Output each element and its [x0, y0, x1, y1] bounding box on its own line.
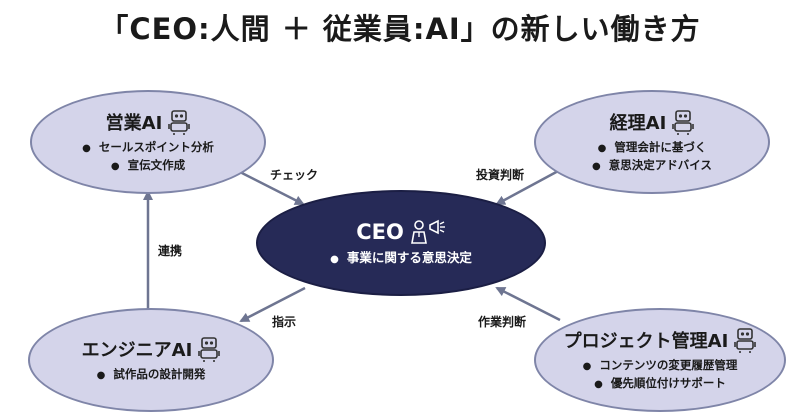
arrow-accounting-to-ceo: [495, 168, 561, 206]
robot-icon: [168, 109, 191, 135]
accounting-ai-bullet-2: 意思決定アドバイス: [592, 157, 712, 175]
pm-ai-bullet-1: コンテンツの変更履歴管理: [583, 357, 737, 375]
sales-ai-bullet-1: セールスポイント分析: [82, 139, 214, 157]
arrow-pm-to-ceo: [495, 286, 561, 322]
page-title: 「CEO:人間 ＋ 従業員:AI」の新しい働き方: [99, 12, 701, 46]
robot-icon: [734, 327, 757, 353]
engineer-ai-name: エンジニアAI: [81, 340, 193, 361]
edge-label-instruction: 指示: [272, 315, 297, 329]
edge-label-collaboration: 連携: [158, 244, 183, 258]
accounting-ai-bullet-1: 管理会計に基づく: [592, 139, 712, 157]
robot-icon: [198, 336, 221, 362]
sales-ai-name: 営業AI: [105, 113, 163, 134]
arrow-sales-to-ceo: [235, 168, 305, 206]
accounting-ai-node: 経理AI 管理会計に基づく 意思決定アドバイス: [534, 90, 770, 194]
sales-ai-bullet-2: 宣伝文作成: [82, 157, 214, 175]
accounting-ai-name: 経理AI: [609, 113, 667, 134]
pm-ai-name: プロジェクト管理AI: [563, 331, 729, 352]
edge-label-investment: 投資判断: [476, 168, 525, 182]
ceo-name: CEO: [356, 219, 404, 244]
pm-ai-node: プロジェクト管理AI コンテンツの変更履歴管理 優先順位付けサポート: [534, 308, 786, 412]
pm-ai-bullet-2: 優先順位付けサポート: [583, 375, 738, 393]
arrow-ceo-to-engineer: [239, 286, 306, 323]
edge-label-work-judgment: 作業判断: [478, 315, 527, 329]
person-megaphone-icon: [410, 219, 446, 245]
engineer-ai-bullet-1: 試作品の設計開発: [97, 366, 205, 384]
engineer-ai-node: エンジニアAI 試作品の設計開発: [28, 308, 274, 412]
edge-label-check: チェック: [270, 168, 319, 182]
ceo-bullet-1: 事業に関する意思決定: [330, 249, 472, 268]
ceo-node: CEO 事業に関する意思決定: [256, 190, 546, 296]
robot-icon: [672, 109, 695, 135]
sales-ai-node: 営業AI セールスポイント分析 宣伝文作成: [30, 90, 266, 194]
